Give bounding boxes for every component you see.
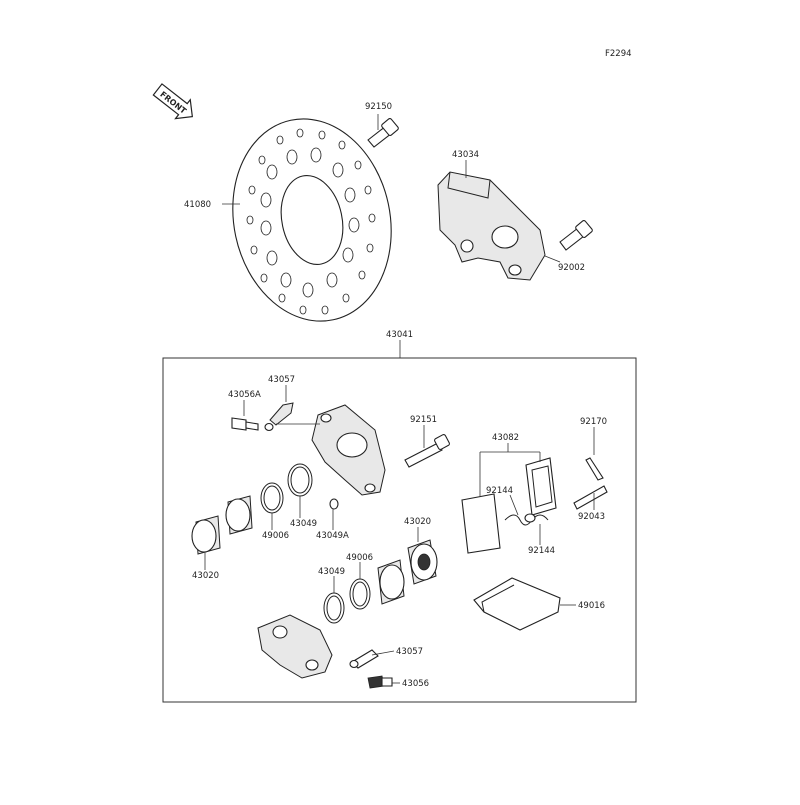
bleed-cap-43057-upper bbox=[264, 402, 294, 432]
caliper-body-lower bbox=[257, 614, 333, 679]
seal-49006-lower bbox=[349, 578, 371, 610]
pad-spring-92144 bbox=[504, 513, 549, 526]
callout-92144-a: 92144 bbox=[486, 486, 513, 496]
clip-92170 bbox=[585, 457, 604, 481]
callout-43020-left: 43020 bbox=[192, 571, 219, 581]
seal-49006-upper bbox=[260, 482, 284, 514]
brake-disc-41080 bbox=[232, 118, 392, 322]
leader-lines bbox=[204, 114, 595, 684]
callout-41080: 41080 bbox=[184, 200, 211, 210]
callout-43057-lower: 43057 bbox=[396, 647, 423, 657]
piston-43020-lower bbox=[407, 539, 438, 585]
callout-49016: 49016 bbox=[578, 601, 605, 611]
caliper-body-upper bbox=[311, 404, 386, 496]
callout-43056a: 43056A bbox=[228, 390, 261, 400]
pad-holder-49016 bbox=[473, 577, 561, 631]
callout-49006-upper: 49006 bbox=[262, 531, 289, 541]
callout-92002: 92002 bbox=[558, 263, 585, 273]
callout-43056: 43056 bbox=[402, 679, 429, 689]
callout-43034: 43034 bbox=[452, 150, 479, 160]
callout-43049-lower: 43049 bbox=[318, 567, 345, 577]
callout-43020-right: 43020 bbox=[404, 517, 431, 527]
bolt-92151 bbox=[404, 434, 450, 468]
seal-43049-upper bbox=[287, 463, 313, 497]
caliper-assembly-box bbox=[162, 357, 637, 703]
callout-92170: 92170 bbox=[580, 417, 607, 427]
bleed-valve-43056 bbox=[367, 675, 393, 689]
callout-92150: 92150 bbox=[365, 102, 392, 112]
callout-43049a: 43049A bbox=[316, 531, 349, 541]
front-arrow-icon: FRONT bbox=[152, 83, 194, 120]
callout-43057-upper: 43057 bbox=[268, 375, 295, 385]
bleed-cap-43057-lower bbox=[349, 649, 379, 669]
callout-92043: 92043 bbox=[578, 512, 605, 522]
caliper-bracket-43034 bbox=[437, 171, 546, 281]
bolt-92002 bbox=[559, 220, 593, 251]
callout-92151: 92151 bbox=[410, 415, 437, 425]
callout-labels: 92150 41080 43034 92002 43041 43057 4305… bbox=[184, 102, 607, 689]
piston-43020-upper-b bbox=[191, 515, 221, 555]
pin-92043 bbox=[573, 485, 608, 510]
brake-pad-front-43082 bbox=[461, 493, 501, 554]
callout-49006-lower: 49006 bbox=[346, 553, 373, 563]
callout-43082: 43082 bbox=[492, 433, 519, 443]
callout-43049-upper: 43049 bbox=[290, 519, 317, 529]
callout-43041: 43041 bbox=[386, 330, 413, 340]
bleed-valve-43056a bbox=[231, 417, 259, 431]
piston-43020-upper-a bbox=[225, 495, 253, 535]
seal-43049-lower bbox=[323, 592, 345, 624]
washer-43049a bbox=[329, 498, 339, 510]
piston-49006-lower bbox=[377, 559, 405, 605]
bolt-92150 bbox=[367, 118, 399, 148]
callout-92144-b: 92144 bbox=[528, 546, 555, 556]
diagram-code: F2294 bbox=[605, 49, 632, 59]
brake-pad-rear-43082 bbox=[525, 457, 557, 516]
